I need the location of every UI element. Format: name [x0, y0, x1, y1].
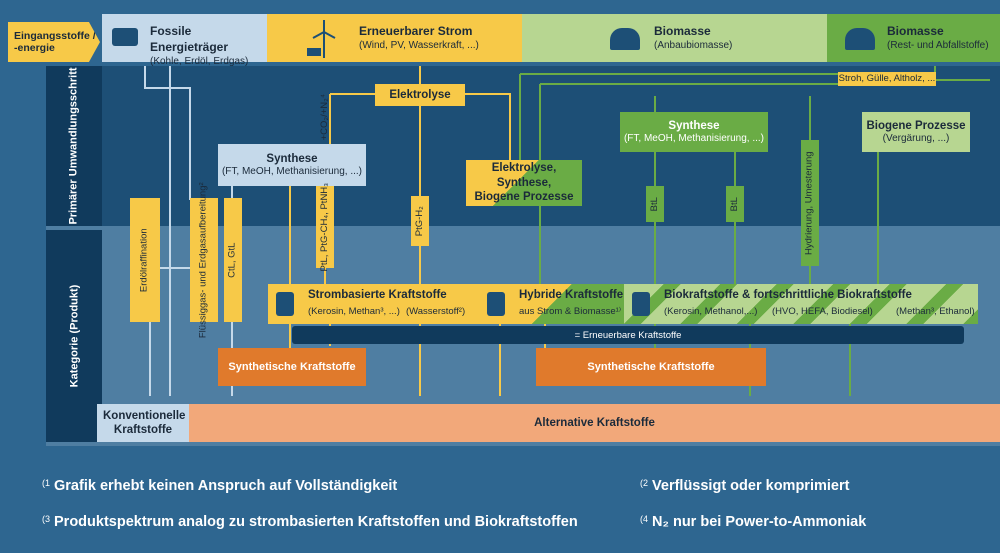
synth-box-1: Synthetische Kraftstoffe — [218, 348, 366, 386]
product-strom-title: Strombasierte Kraftstoffe — [308, 289, 447, 301]
silo-icon — [845, 28, 875, 50]
stroh-label: Stroh, Gülle, Altholz, ... — [838, 72, 936, 86]
product-strom-sub1: (Kerosin, Methan³, ...) — [308, 306, 400, 317]
product-strom: Strombasierte Kraftstoffe (Kerosin, Meth… — [268, 284, 479, 324]
product-hybrid: Hybride Kraftstoffe aus Strom & Biomasse… — [479, 284, 624, 324]
bar-btl1: BtL — [646, 186, 664, 222]
source-fossil: Fossile Energieträger (Kohle, Erdöl, Erd… — [102, 14, 267, 67]
source-biomasse1-title: Biomasse — [654, 24, 711, 38]
source-strom-sub: (Wind, PV, Wasserkraft, ...) — [359, 39, 479, 51]
product-bio-sub1: (Kerosin, Methanol,...) — [664, 306, 758, 317]
source-strom: Erneuerbarer Strom (Wind, PV, Wasserkraf… — [267, 14, 522, 62]
product-hybrid-sub: aus Strom & Biomasse¹⁾ — [519, 306, 622, 317]
source-biomasse1-sub: (Anbaubiomasse) — [654, 39, 733, 51]
source-strom-title: Erneuerbarer Strom — [359, 24, 473, 38]
synthese-box-2: Synthese(FT, MeOH, Methanisierung, ...) — [620, 112, 768, 152]
source-fossil-sub: (Kohle, Erdöl, Erdgas) — [150, 55, 249, 67]
product-bio-sub2: (HVO, HEFA, Biodiesel) — [772, 306, 873, 317]
fuel-can-icon — [632, 292, 650, 316]
bar-ptg: PtG-H₂ — [411, 196, 429, 246]
wind-solar-icon — [307, 20, 336, 58]
biogen-box: Biogene Prozesse(Vergärung, ...) — [862, 112, 970, 152]
bar-btl2: BtL — [726, 186, 744, 222]
source-biomasse2-title: Biomasse — [887, 24, 944, 38]
source-biomasse2-sub: (Rest- und Abfallstoffe) — [887, 39, 989, 51]
erneuerbar-bar: = Erneuerbare Kraftstoffe — [292, 326, 964, 344]
bar-fluessig: Flüssiggas- und Erdgasaufbereitung² — [190, 182, 218, 338]
silo-icon — [610, 28, 640, 50]
fuel-can-icon — [276, 292, 294, 316]
coal-cart-icon — [112, 28, 138, 46]
hybrid-process-box: Elektrolyse, Synthese,Biogene Prozesse — [466, 160, 582, 206]
product-hybrid-title: Hybride Kraftstoffe — [519, 289, 624, 301]
synthese-box-1: Synthese(FT, MeOH, Methanisierung, ...) — [218, 144, 366, 186]
product-bio-sub3: (Methan³, Ethanol) — [896, 306, 975, 317]
elektrolyse-box: Elektrolyse — [375, 84, 465, 106]
bar-ctl: CtL, GtL — [224, 198, 242, 322]
fuel-can-icon — [487, 292, 505, 316]
label-eingang: Eingangsstoffe / -energie — [8, 22, 100, 62]
alternativ-box: Alternative Kraftstoffe — [189, 404, 1000, 442]
bar-ptl: PtL, PtG-CH₄, PtNH₃ — [316, 183, 334, 271]
synth-box-2: Synthetische Kraftstoffe — [536, 348, 766, 386]
product-bio: Biokraftstoffe & fortschrittliche Biokra… — [624, 284, 978, 324]
co2-label: +CO₂/+N₂⁴ — [318, 93, 330, 141]
bar-hydrierung: Hydrierung, Umesterung — [801, 140, 819, 266]
bar-erdoel: Erdölraffination — [130, 198, 160, 322]
source-fossil-title: Fossile Energieträger — [150, 24, 229, 54]
konventionell-box: Konventionelle Kraftstoffe — [97, 404, 189, 442]
label-primary: Primärer Umwandlungsschritt — [46, 66, 102, 226]
label-kategorie: Kategorie (Produkt) — [46, 230, 102, 442]
line-fossil-a — [144, 66, 191, 200]
product-bio-title: Biokraftstoffe & fortschrittliche Biokra… — [664, 289, 912, 301]
source-biomasse-rest: Biomasse (Rest- und Abfallstoffe) — [827, 14, 1000, 62]
source-biomasse-anbau: Biomasse (Anbaubiomasse) — [522, 14, 827, 62]
product-strom-sub2: (Wasserstoff²) — [406, 306, 466, 317]
